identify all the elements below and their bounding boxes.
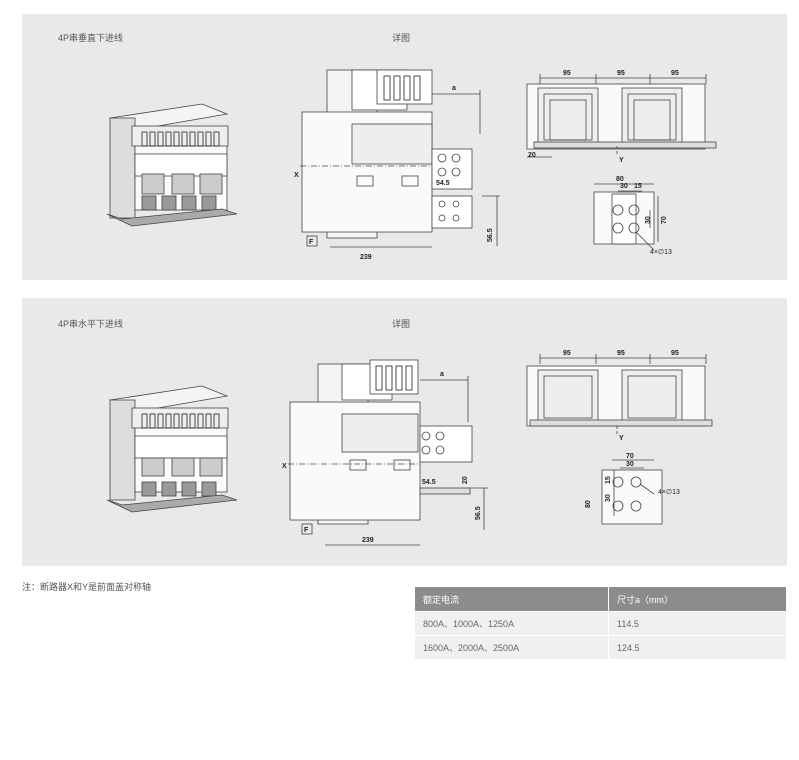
top-view xyxy=(526,354,713,434)
cell-dimension-a: 114.5 xyxy=(608,611,786,636)
hole-detail xyxy=(601,459,663,525)
panel-title: 4P串垂直下进线 xyxy=(58,33,124,43)
cell-rated-current: 800A、1000A、1250A xyxy=(415,611,609,636)
dim-15: 15 xyxy=(605,476,612,484)
table-row: 800A、1000A、1250A 114.5 xyxy=(415,611,786,636)
dim-95-1: 95 xyxy=(563,70,571,77)
breaker-illustration xyxy=(106,103,238,227)
holes-label: 4×∅13 xyxy=(658,489,680,496)
table-row: 1600A、2000A、2500A 124.5 xyxy=(415,635,786,659)
table-header-row: 额定电流 尺寸a（mm） xyxy=(415,587,786,612)
dim-20: 20 xyxy=(528,152,536,159)
rated-current-table: 额定电流 尺寸a（mm） 800A、1000A、1250A 114.5 1600… xyxy=(415,587,786,659)
header-rated-current: 额定电流 xyxy=(415,587,609,612)
dim-54-5: 54.5 xyxy=(422,479,436,486)
dim-56-5: 56.5 xyxy=(487,228,494,242)
axis-note: 注：断路器X和Y是前面盖对称轴 xyxy=(22,582,152,592)
detail-label: 详图 xyxy=(392,319,411,329)
dim-95-3: 95 xyxy=(671,70,679,77)
dim-70: 70 xyxy=(626,453,634,460)
dim-95-3: 95 xyxy=(671,350,679,357)
dim-30-vertical: 30 xyxy=(645,216,652,224)
front-f: F xyxy=(304,527,309,534)
cell-rated-current: 1600A、2000A、2500A xyxy=(415,635,609,659)
dim-20: 20 xyxy=(462,476,469,484)
panel-title: 4P串水平下进线 xyxy=(58,319,124,329)
dim-30: 30 xyxy=(626,461,634,468)
dim-54-5: 54.5 xyxy=(436,180,450,187)
axis-x: X xyxy=(282,463,287,470)
front-f: F xyxy=(309,239,314,246)
dim-95-1: 95 xyxy=(563,350,571,357)
hole-detail xyxy=(593,183,659,251)
dim-70: 70 xyxy=(661,216,668,224)
dim-a: a xyxy=(452,85,456,92)
dim-a: a xyxy=(440,371,444,378)
side-view xyxy=(300,69,500,248)
cell-dimension-a: 124.5 xyxy=(608,635,786,659)
axis-x: X xyxy=(294,172,299,179)
detail-label: 详图 xyxy=(392,33,411,43)
drawing-horizontal: a 239 54.5 20 56.5 X F 95 95 95 Y 70 30 … xyxy=(106,350,713,546)
dim-239: 239 xyxy=(360,254,372,261)
dim-239: 239 xyxy=(362,537,374,544)
axis-y: Y xyxy=(619,435,624,442)
header-dimension-a: 尺寸a（mm） xyxy=(608,587,786,612)
breaker-illustration xyxy=(106,385,238,513)
dim-30: 30 xyxy=(620,183,628,190)
side-view xyxy=(288,359,488,546)
dim-30-vertical: 30 xyxy=(605,494,612,502)
dim-56-5: 56.5 xyxy=(475,506,482,520)
holes-label: 4×∅13 xyxy=(650,249,672,256)
dim-80: 80 xyxy=(616,176,624,183)
dim-95-2: 95 xyxy=(617,350,625,357)
panel-vertical-incoming: 4P串垂直下进线 详图 xyxy=(22,14,787,280)
dim-95-2: 95 xyxy=(617,70,625,77)
top-view xyxy=(526,74,717,158)
panel-horizontal-incoming: 4P串水平下进线 详图 xyxy=(22,298,787,566)
dim-15: 15 xyxy=(634,183,642,190)
drawing-vertical: a 239 54.5 56.5 X F 95 95 95 20 Y 80 30 … xyxy=(106,69,717,261)
dim-80: 80 xyxy=(585,500,592,508)
axis-y: Y xyxy=(619,157,624,164)
